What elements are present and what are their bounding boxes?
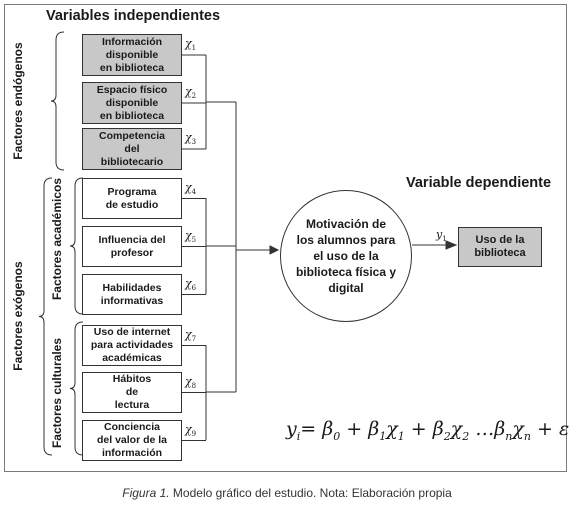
factor-box-x1: Información disponible en biblioteca (82, 34, 182, 76)
brace-endogenous (50, 31, 65, 171)
brace-academic (69, 177, 84, 315)
factor-box-x2: Espacio físico disponible en biblioteca (82, 82, 182, 124)
arrowhead-to-output (445, 240, 458, 250)
arrowhead-to-motivation (269, 245, 280, 255)
factor-box-x7: Uso de internet para actividades académi… (82, 325, 182, 366)
variable-label-x8: χ8 (185, 375, 197, 391)
factor-box-x4: Programa de estudio (82, 178, 182, 219)
output-variable-label: y1 (436, 228, 447, 244)
library-use-box: Uso de la biblioteca (458, 227, 542, 267)
exogenous-factors-label: Factores exógenos (11, 261, 25, 371)
variable-label-x2: χ2 (185, 85, 197, 101)
dependent-variable-heading: Variable dependiente (406, 175, 552, 191)
independent-variables-heading: Variables independientes (46, 8, 221, 24)
factor-box-x5: Influencia del profesor (82, 226, 182, 267)
academic-factors-label: Factores académicos (50, 177, 64, 301)
figure-frame (4, 4, 567, 472)
variable-label-x1: χ1 (185, 37, 197, 53)
factor-box-x3: Competencia del bibliotecario (82, 128, 182, 170)
endogenous-factors-label: Factores endógenos (11, 42, 25, 160)
variable-label-x5: χ5 (185, 229, 197, 245)
figure-caption: Figura 1. Modelo gráfico del estudio. No… (122, 486, 452, 500)
factor-box-x8: Hábitos de lectura (82, 372, 182, 413)
factor-box-x9: Conciencia del valor de la información (82, 420, 182, 461)
variable-label-x4: χ4 (185, 181, 197, 197)
brace-exogenous (38, 177, 53, 456)
model-formula: yi= β0 + β1χ1 + β2χ2 …βnχn + ε (286, 418, 570, 443)
factor-box-x6: Habilidades informativas (82, 274, 182, 315)
cultural-factors-label: Factores culturales (50, 337, 64, 449)
variable-label-x9: χ9 (185, 423, 197, 439)
variable-label-x3: χ3 (185, 131, 197, 147)
motivation-node: Motivación de los alumnos para el uso de… (280, 190, 412, 322)
variable-label-x6: χ6 (185, 277, 197, 293)
variable-label-x7: χ7 (185, 328, 197, 344)
brace-cultural (69, 321, 84, 456)
